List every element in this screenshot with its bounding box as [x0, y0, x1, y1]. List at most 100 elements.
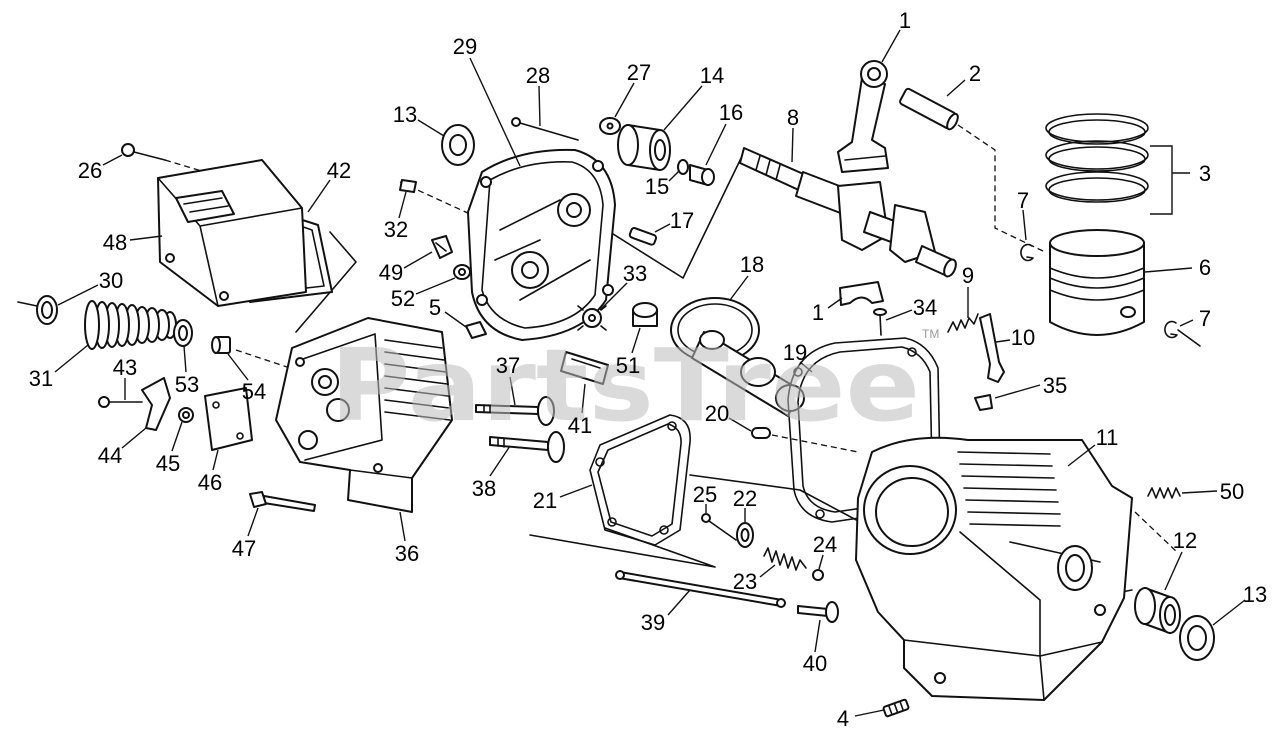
leader-35: [994, 384, 1041, 399]
leader-7-upper: [1022, 209, 1027, 241]
leader-51: [631, 327, 641, 354]
leader-50: [1181, 490, 1218, 494]
callout-27: 27: [627, 60, 651, 85]
leader-17: [654, 223, 671, 233]
part-10: [979, 313, 1005, 383]
callout-5: 5: [429, 295, 441, 320]
callout-17: 17: [670, 208, 694, 233]
part-11: [855, 436, 1133, 701]
callout-35: 35: [1043, 373, 1067, 398]
leader-28: [538, 85, 541, 127]
leader-21: [559, 484, 593, 498]
leader-18: [729, 275, 749, 301]
callout-42: 42: [327, 158, 351, 183]
part-4: [882, 698, 910, 718]
part-49: [431, 235, 453, 259]
callout-1: 1: [899, 8, 911, 33]
callout-39: 39: [641, 610, 665, 635]
callout-9: 9: [962, 263, 974, 288]
callout-53: 53: [175, 372, 199, 397]
leader-52: [415, 277, 456, 295]
leader-31: [54, 344, 89, 373]
leader-4: [854, 709, 885, 717]
callout-13-lower: 13: [1243, 582, 1267, 607]
callout-4: 4: [837, 706, 849, 731]
leader-19: [799, 361, 813, 373]
part-47: [249, 491, 316, 512]
part-41: [560, 351, 609, 385]
leader-45: [171, 421, 183, 452]
watermark-text: PartsTree: [330, 327, 920, 444]
part-16: [689, 164, 715, 186]
callout-13-upper: 13: [393, 102, 417, 127]
part-34: [873, 308, 887, 336]
callout-41: 41: [568, 413, 592, 438]
callout-23: 23: [733, 569, 757, 594]
callout-20: 20: [705, 401, 729, 426]
part-27: [599, 117, 621, 135]
part-18: [670, 297, 805, 417]
part-43: [98, 396, 143, 408]
leader-14: [663, 85, 703, 131]
callout-25: 25: [693, 482, 717, 507]
callout-43: 43: [113, 355, 137, 380]
callout-21: 21: [533, 488, 557, 513]
leader-8: [791, 127, 794, 163]
callout-labels: 1 2 3 6 7 7 8 9 10 35 34 1 19 11 50 12 1…: [29, 8, 1267, 731]
watermark: PartsTree TM: [330, 327, 939, 444]
part-40: [797, 601, 839, 623]
callout-49: 49: [379, 260, 403, 285]
part-1-cap: [839, 281, 884, 306]
callout-10: 10: [1011, 325, 1035, 350]
leader-48: [129, 235, 163, 241]
part-26: [121, 143, 166, 161]
part-32: [399, 179, 417, 193]
part-20: [751, 427, 771, 439]
part-14: [617, 124, 671, 171]
callout-2: 2: [969, 61, 981, 86]
callout-31: 31: [29, 366, 53, 391]
callout-46: 46: [198, 470, 222, 495]
callout-47: 47: [232, 536, 256, 561]
leader-38: [489, 445, 511, 477]
part-13-upper: [441, 124, 475, 166]
leader-29: [469, 57, 521, 167]
part-21: [589, 414, 691, 546]
callout-50: 50: [1220, 479, 1244, 504]
callout-24: 24: [813, 532, 837, 557]
callout-40: 40: [803, 651, 827, 676]
part-25: [701, 513, 737, 541]
leader-42: [307, 179, 331, 213]
leader-13-upper: [417, 119, 445, 137]
callout-36: 36: [395, 541, 419, 566]
callout-30: 30: [99, 268, 123, 293]
callout-28: 28: [526, 63, 550, 88]
part-13-lower: [1179, 615, 1215, 661]
leader-53: [183, 345, 187, 373]
part-7-upper: [1020, 243, 1034, 262]
leader-24: [818, 554, 824, 570]
part-17: [628, 227, 658, 246]
part-37: [475, 396, 555, 426]
part-24: [812, 569, 824, 581]
leader-39: [667, 589, 691, 616]
callout-22: 22: [733, 486, 757, 511]
leader-44: [121, 427, 147, 449]
callout-15: 15: [645, 174, 669, 199]
callout-1-cap: 1: [812, 300, 824, 325]
part-50: [1147, 487, 1181, 499]
callout-45: 45: [156, 451, 180, 476]
leader-16: [705, 123, 727, 166]
callout-16: 16: [719, 100, 743, 125]
callout-26: 26: [78, 158, 102, 183]
callout-54: 54: [242, 379, 266, 404]
part-54: [211, 336, 231, 354]
leader-1: [881, 29, 901, 63]
part-28: [511, 117, 579, 141]
leader-49: [403, 251, 433, 269]
callout-11: 11: [1096, 425, 1119, 450]
part-9: [947, 313, 979, 333]
part-8: [739, 147, 957, 278]
callout-8: 8: [787, 105, 799, 130]
